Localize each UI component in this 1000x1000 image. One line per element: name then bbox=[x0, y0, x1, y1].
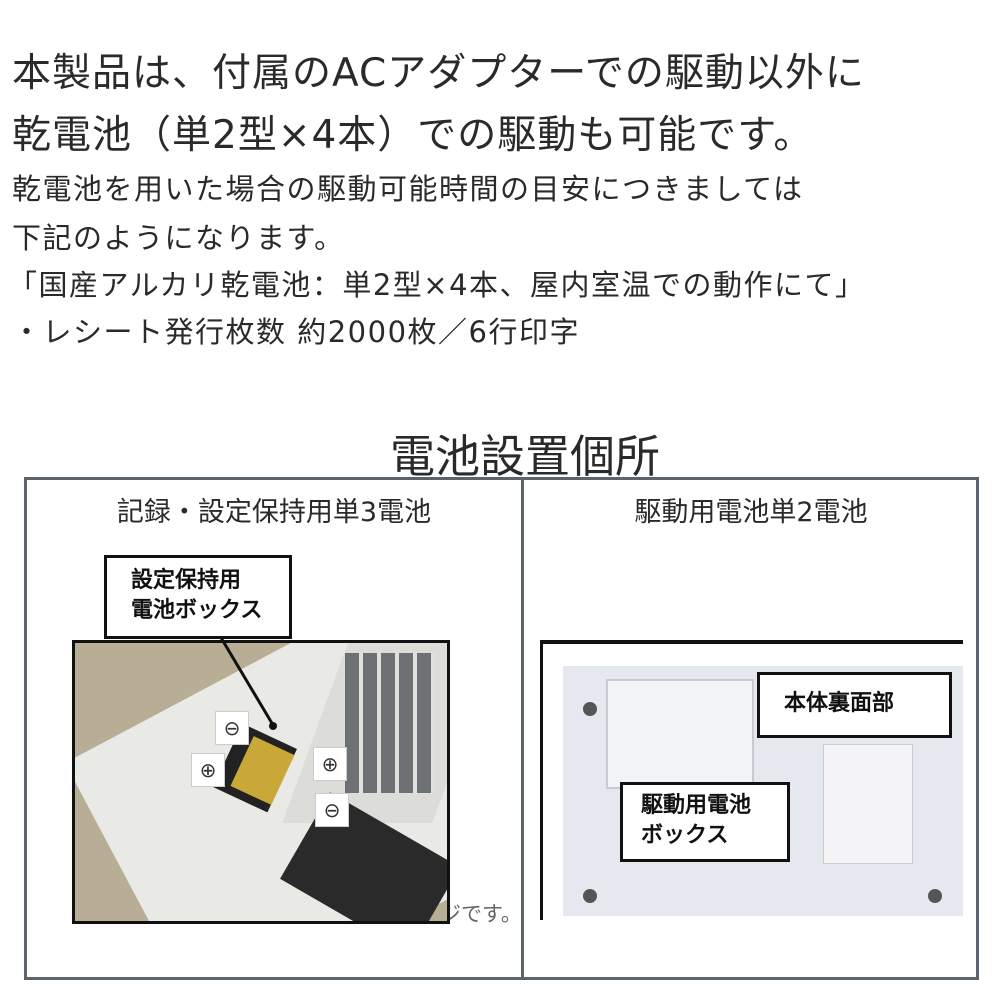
minus-terminal-icon: ⊖ bbox=[315, 793, 349, 827]
battery-location-frame bbox=[24, 477, 979, 980]
callout-text: 電池ボックス bbox=[131, 598, 263, 623]
right-panel-heading: 駆動用電池単2電池 bbox=[634, 497, 868, 528]
intro-line-1: 本製品は、付属のACアダプターでの駆動以外に bbox=[12, 51, 865, 96]
callout-text: 設定保持用 bbox=[131, 568, 242, 593]
intro-line-5: 「国産アルカリ乾電池：単2型×4本、屋内室温での動作にて」 bbox=[8, 268, 866, 302]
intro-line-4: 下記のようになります。 bbox=[12, 221, 345, 255]
unit-bottom-callout: 本体裏面部 bbox=[757, 672, 952, 738]
callout-text: 駆動用電池 bbox=[641, 793, 752, 818]
settings-battery-box-callout: 設定保持用 電池ボックス bbox=[104, 555, 292, 639]
section-title: 電池設置個所 bbox=[389, 430, 660, 483]
intro-line-2: 乾電池（単2型×4本）での駆動も可能です。 bbox=[12, 113, 814, 158]
plus-terminal-icon: ⊕ bbox=[191, 753, 225, 787]
calculator-top-photo: ⊖ ⊕ ⊕ ⊖ bbox=[72, 640, 450, 924]
left-panel-heading: 記録・設定保持用単3電池 bbox=[116, 497, 432, 528]
drive-battery-box-callout: 駆動用電池 ボックス bbox=[620, 782, 790, 862]
intro-line-3: 乾電池を用いた場合の駆動可能時間の目安につきましては bbox=[12, 172, 804, 206]
panel-divider bbox=[521, 477, 524, 980]
minus-terminal-icon: ⊖ bbox=[215, 711, 249, 745]
intro-line-6: ・レシート発行枚数 約2000枚／6行印字 bbox=[12, 315, 580, 349]
caption-fragment: ジです。 bbox=[440, 902, 522, 926]
plus-terminal-icon: ⊕ bbox=[313, 747, 347, 781]
callout-text: ボックス bbox=[641, 823, 729, 848]
